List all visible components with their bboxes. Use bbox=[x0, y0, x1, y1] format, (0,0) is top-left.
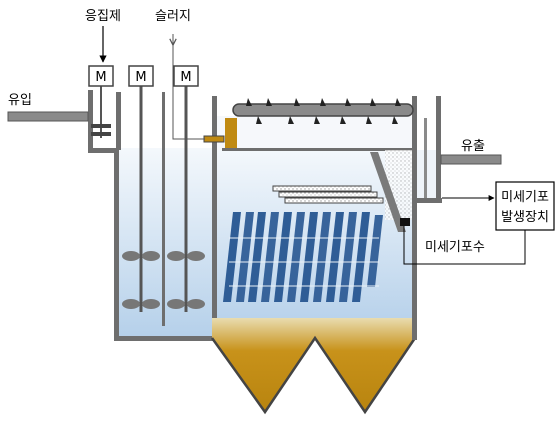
microbubble-generator: 미세기포 발생장치 bbox=[495, 181, 555, 231]
inflow-label: 유입 bbox=[8, 93, 32, 108]
motor-1: M bbox=[88, 65, 114, 87]
outflow-pipe bbox=[440, 154, 502, 165]
motor-2-label: M bbox=[135, 70, 146, 85]
motor-3: M bbox=[173, 65, 199, 87]
coagulant-label: 응집제 bbox=[85, 9, 121, 24]
sludge-skimmer bbox=[232, 98, 414, 124]
sludge-label: 슬러지 bbox=[155, 9, 191, 24]
motor-2: M bbox=[128, 65, 154, 87]
inclined-plates bbox=[223, 212, 383, 302]
microbubble-nozzle bbox=[400, 218, 410, 226]
microbubble-water-label: 미세기포수 bbox=[425, 240, 485, 255]
inflow-pipe bbox=[7, 111, 89, 122]
motor-3-label: M bbox=[180, 70, 191, 85]
generator-label-1: 미세기포 bbox=[501, 190, 549, 205]
outflow-label: 유출 bbox=[461, 139, 485, 154]
diffuser-plates bbox=[272, 185, 384, 204]
motor-1-label: M bbox=[95, 70, 106, 85]
plate-chevrons bbox=[229, 237, 379, 287]
generator-lines bbox=[403, 195, 526, 265]
generator-label-2: 발생장치 bbox=[501, 210, 549, 225]
outlet-chamber bbox=[412, 96, 442, 203]
baffle bbox=[370, 152, 406, 232]
sludge-discharge bbox=[173, 34, 225, 143]
agitators bbox=[91, 86, 205, 326]
